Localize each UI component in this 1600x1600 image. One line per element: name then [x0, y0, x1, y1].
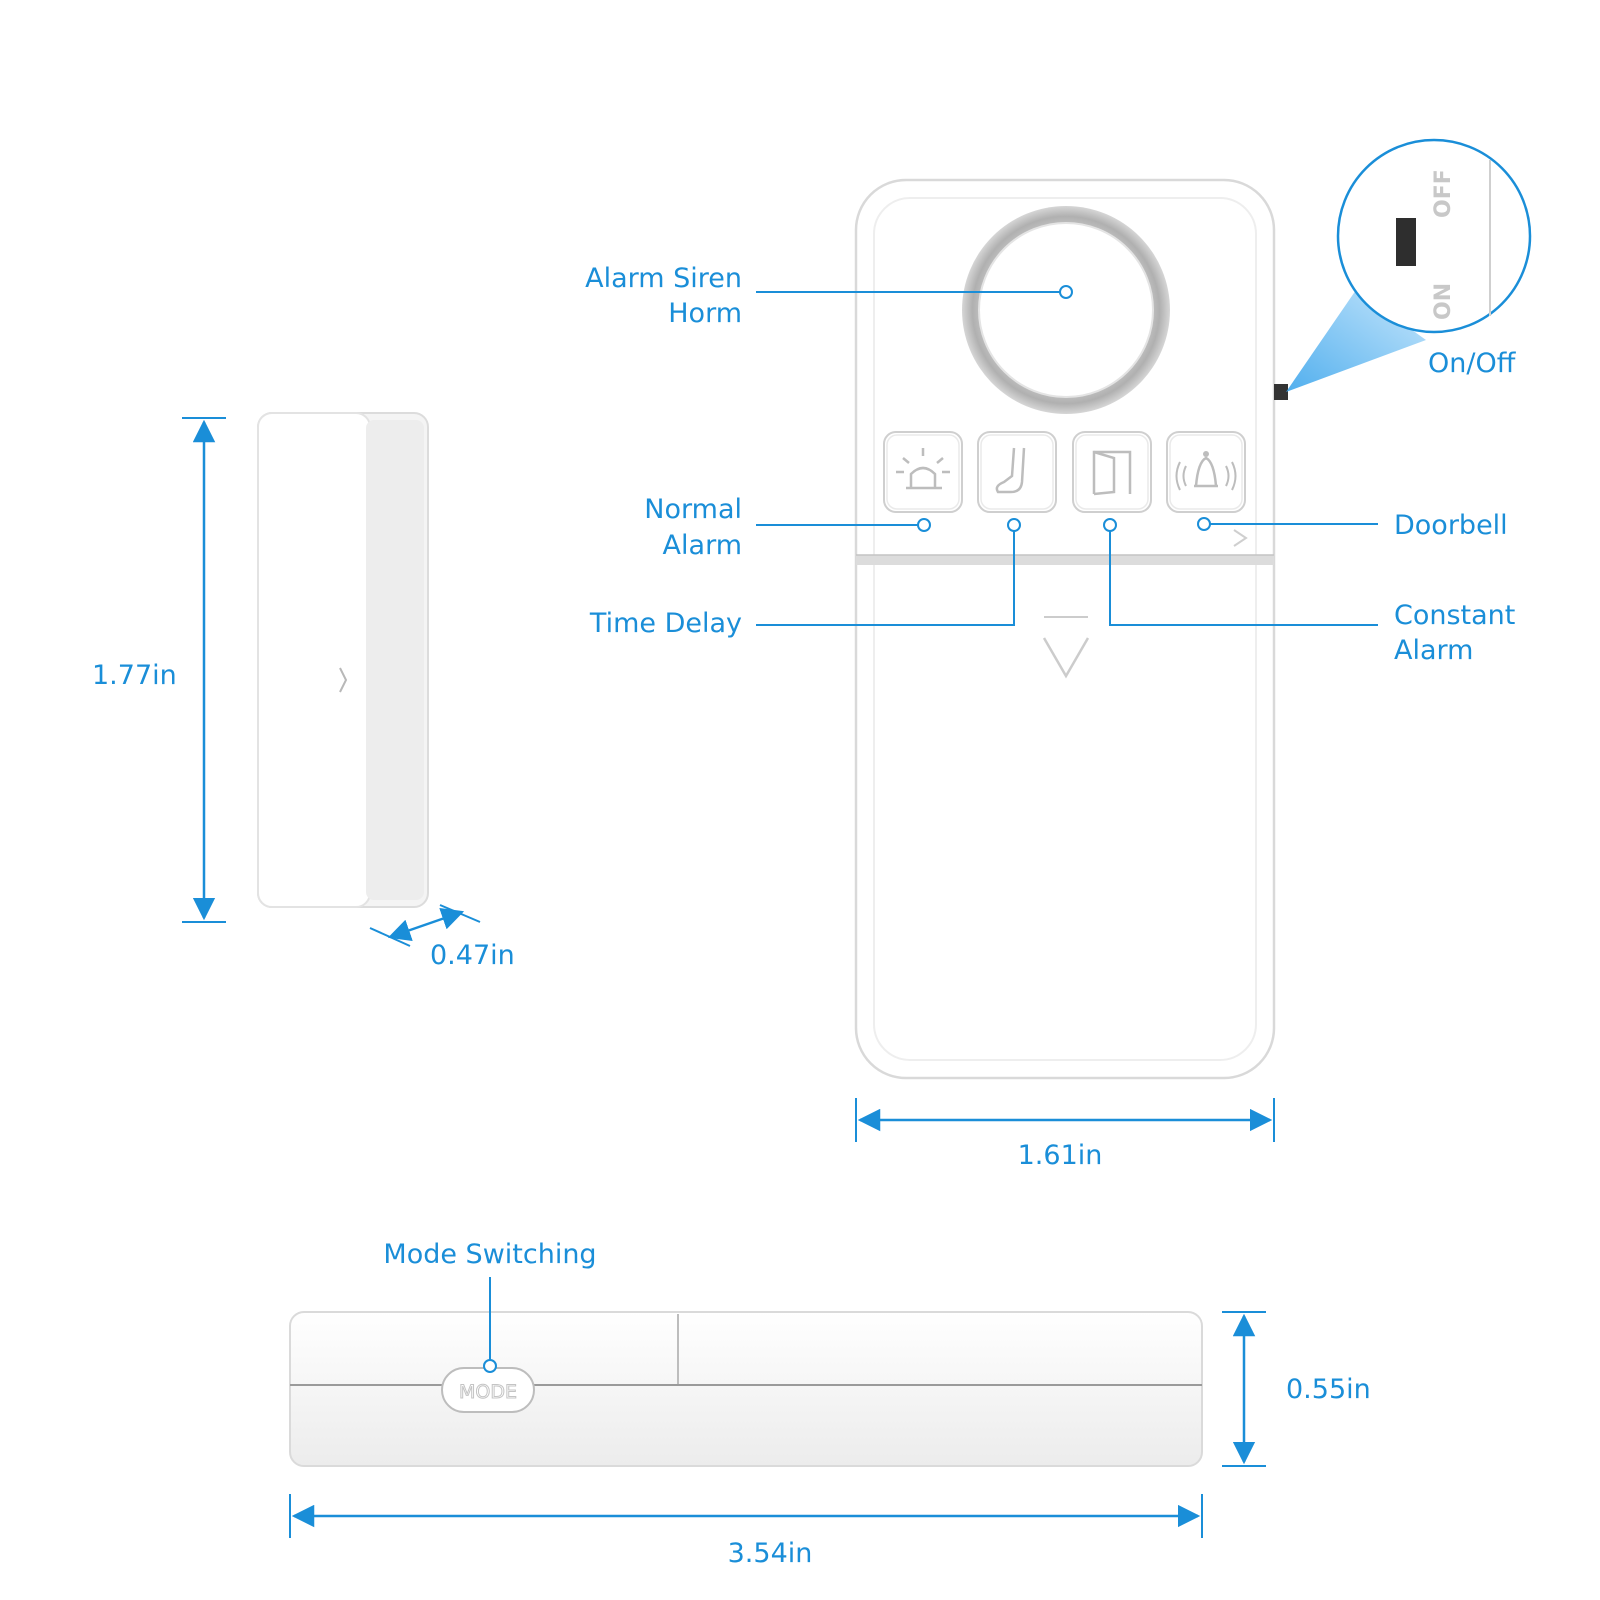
sensor-height-dimension: 1.77in: [92, 417, 226, 923]
doorbell-label: Doorbell: [1394, 510, 1508, 541]
on-off-label: On/Off: [1428, 348, 1517, 379]
on-off-callout: ON OFF On/Off: [1286, 138, 1532, 392]
alarm-siren-label-line1: Alarm Siren: [585, 263, 742, 294]
door-icon[interactable]: [1072, 431, 1152, 513]
constant-alarm-label-line1: Constant: [1394, 600, 1515, 631]
main-width-dimension: 1.61in: [855, 1098, 1275, 1171]
magnet-sensor: [257, 412, 429, 908]
main-alarm-unit: [854, 178, 1288, 1080]
siren-horn: [962, 206, 1170, 414]
time-delay-label: Time Delay: [589, 608, 742, 639]
sensor-arrow-mark: [339, 667, 348, 693]
mode-switching-callout: Mode Switching: [383, 1239, 597, 1373]
side-height-label: 0.55in: [1286, 1374, 1371, 1405]
switch-on-text: ON: [1431, 283, 1456, 320]
side-length-dimension: 3.54in: [289, 1494, 1203, 1569]
foot-icon[interactable]: [977, 431, 1057, 513]
constant-alarm-label-line2: Alarm: [1394, 635, 1473, 666]
mode-switching-label: Mode Switching: [383, 1239, 596, 1270]
mode-button-text: MODE: [459, 1381, 517, 1403]
sensor-depth-label: 0.47in: [430, 940, 515, 971]
side-switch[interactable]: [1274, 384, 1288, 400]
sensor-depth-dimension: 0.47in: [369, 904, 515, 971]
bell-icon[interactable]: [1166, 431, 1246, 513]
normal-alarm-label-line1: Normal: [644, 494, 742, 525]
side-length-label: 3.54in: [728, 1538, 813, 1569]
side-height-dimension: 0.55in: [1222, 1311, 1371, 1467]
mode-button[interactable]: MODE: [441, 1367, 535, 1413]
normal-alarm-label-line2: Alarm: [663, 530, 742, 561]
siren-light-icon[interactable]: [883, 431, 963, 513]
side-view-unit: MODE: [289, 1311, 1203, 1467]
switch-knob: [1396, 218, 1416, 266]
alarm-siren-label-line2: Horm: [668, 298, 742, 329]
main-width-label: 1.61in: [1018, 1140, 1103, 1171]
callout-dots: [917, 285, 1211, 532]
sensor-height-label: 1.77in: [92, 660, 177, 691]
callout-lines: [756, 291, 1378, 626]
switch-off-text: OFF: [1431, 169, 1456, 218]
down-arrow-mark: [1042, 616, 1090, 679]
